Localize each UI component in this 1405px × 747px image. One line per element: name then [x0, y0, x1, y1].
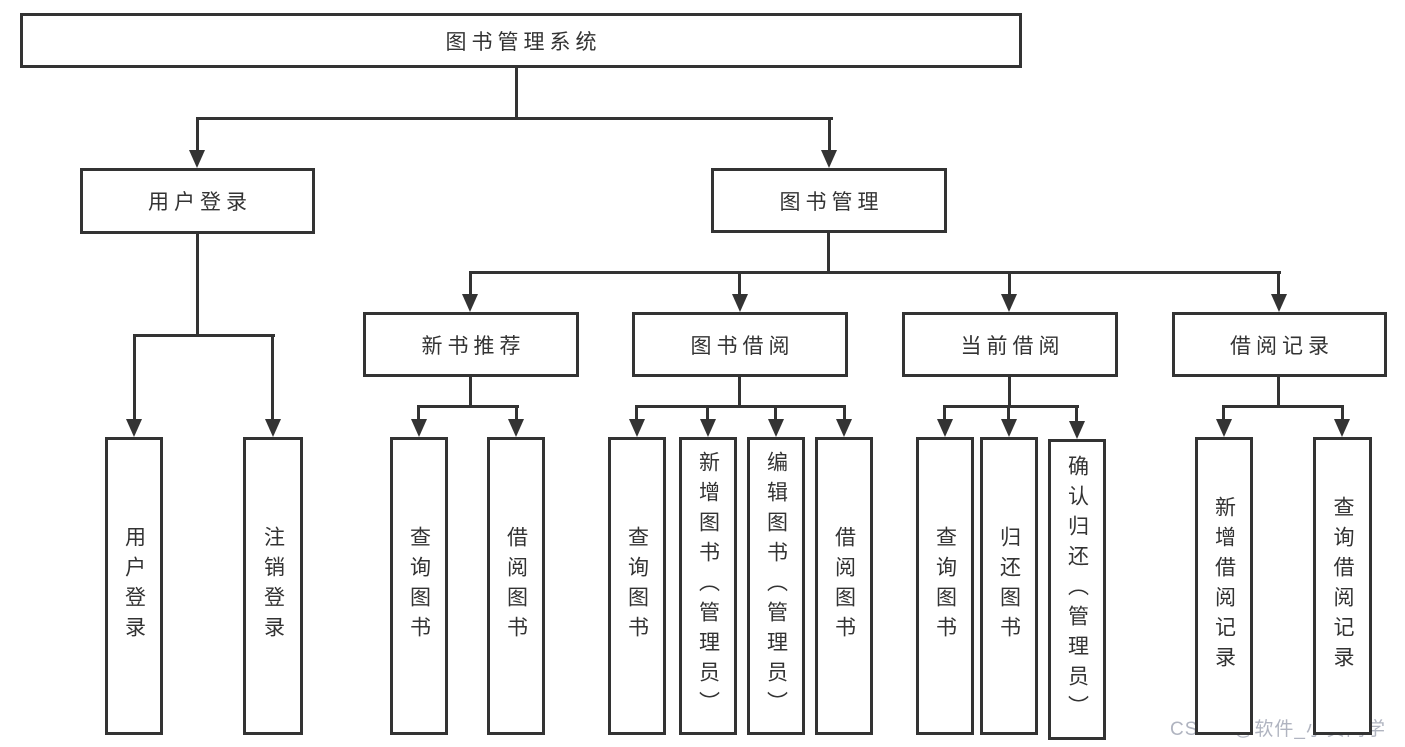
- connector-line: [943, 405, 1079, 408]
- arrowhead-down-icon: [1001, 419, 1017, 437]
- arrowhead-down-icon: [732, 294, 748, 312]
- node-label-query-borrow-record: 查询借阅记录: [1331, 496, 1354, 676]
- node-label-logout: 注销登录: [261, 526, 285, 646]
- connector-line: [196, 117, 199, 153]
- arrowhead-down-icon: [189, 150, 205, 168]
- arrowhead-down-icon: [126, 419, 142, 437]
- node-label-new-book-recommend: 新书推荐: [421, 334, 526, 358]
- connector-line: [417, 405, 420, 422]
- connector-line: [1222, 405, 1225, 422]
- node-query-books-2: 查询图书: [608, 437, 666, 735]
- node-label-borrow-books-1: 借阅图书: [504, 526, 528, 646]
- node-label-borrow-books-2: 借阅图书: [832, 526, 856, 646]
- connector-line: [774, 405, 777, 422]
- node-borrow-books-1: 借阅图书: [487, 437, 545, 735]
- connector-line: [196, 234, 199, 337]
- arrowhead-down-icon: [462, 294, 478, 312]
- node-label-library-system: 图书管理系统: [445, 30, 602, 54]
- arrowhead-down-icon: [629, 419, 645, 437]
- connector-line: [738, 271, 741, 297]
- node-library-system: 图书管理系统: [20, 13, 1022, 68]
- connector-line: [469, 271, 472, 297]
- node-new-book-recommend: 新书推荐: [363, 312, 579, 377]
- node-add-books-admin: 新增图书（管理员）: [679, 437, 737, 735]
- connector-line: [1007, 405, 1010, 422]
- arrowhead-down-icon: [1001, 294, 1017, 312]
- node-label-query-books-1: 查询图书: [407, 526, 431, 646]
- connector-line: [133, 334, 136, 421]
- node-label-confirm-return-admin: 确认归还（管理员）: [1065, 454, 1089, 725]
- connector-line: [635, 405, 638, 422]
- connector-line: [515, 67, 518, 119]
- connector-line: [843, 405, 846, 422]
- connector-line: [738, 377, 741, 408]
- arrowhead-down-icon: [265, 419, 281, 437]
- arrowhead-down-icon: [1216, 419, 1232, 437]
- arrowhead-down-icon: [508, 419, 524, 437]
- connector-line: [1008, 271, 1011, 297]
- connector-line: [1222, 405, 1344, 408]
- node-borrow-records: 借阅记录: [1172, 312, 1387, 377]
- connector-line: [827, 233, 830, 274]
- arrowhead-down-icon: [411, 419, 427, 437]
- connector-line: [417, 405, 519, 408]
- arrowhead-down-icon: [768, 419, 784, 437]
- arrowhead-down-icon: [1069, 421, 1085, 439]
- connector-line: [1341, 405, 1344, 422]
- node-label-return-books: 归还图书: [997, 526, 1021, 646]
- node-label-book-management: 图书管理: [779, 190, 884, 214]
- node-confirm-return-admin: 确认归还（管理员）: [1048, 439, 1106, 740]
- node-label-query-books-3: 查询图书: [933, 526, 957, 646]
- node-add-borrow-record: 新增借阅记录: [1195, 437, 1253, 735]
- node-book-borrow: 图书借阅: [632, 312, 848, 377]
- connector-line: [469, 377, 472, 408]
- connector-line: [515, 405, 518, 422]
- node-query-borrow-record: 查询借阅记录: [1313, 437, 1372, 735]
- connector-line: [469, 271, 1281, 274]
- node-label-query-books-2: 查询图书: [625, 526, 649, 646]
- node-label-add-books-admin: 新增图书（管理员）: [696, 451, 720, 721]
- node-label-book-borrow: 图书借阅: [690, 334, 795, 358]
- arrowhead-down-icon: [836, 419, 852, 437]
- arrowhead-down-icon: [821, 150, 837, 168]
- node-return-books: 归还图书: [980, 437, 1038, 735]
- connector-line: [943, 405, 946, 422]
- node-logout: 注销登录: [243, 437, 303, 735]
- connector-line: [271, 334, 274, 421]
- connector-line: [828, 117, 831, 153]
- node-query-books-3: 查询图书: [916, 437, 974, 735]
- connector-line: [706, 405, 709, 422]
- node-label-current-borrow: 当前借阅: [960, 334, 1065, 358]
- connector-line: [133, 334, 275, 337]
- connector-line: [196, 117, 833, 120]
- arrowhead-down-icon: [937, 419, 953, 437]
- node-user-login-module: 用户登录: [80, 168, 315, 234]
- node-current-borrow: 当前借阅: [902, 312, 1118, 377]
- node-label-add-borrow-record: 新增借阅记录: [1212, 496, 1236, 676]
- node-label-borrow-records: 借阅记录: [1230, 334, 1334, 358]
- arrowhead-down-icon: [1271, 294, 1287, 312]
- node-label-edit-books-admin: 编辑图书（管理员）: [764, 451, 788, 721]
- node-label-user-login: 用户登录: [122, 526, 146, 646]
- connector-line: [1277, 377, 1280, 408]
- connector-line: [1075, 405, 1078, 422]
- connector-line: [1008, 377, 1011, 408]
- node-borrow-books-2: 借阅图书: [815, 437, 873, 735]
- node-query-books-1: 查询图书: [390, 437, 448, 735]
- node-book-management: 图书管理: [711, 168, 947, 233]
- node-user-login: 用户登录: [105, 437, 163, 735]
- node-label-user-login-module: 用户登录: [148, 191, 252, 214]
- node-edit-books-admin: 编辑图书（管理员）: [747, 437, 805, 735]
- arrowhead-down-icon: [700, 419, 716, 437]
- connector-line: [1277, 271, 1280, 297]
- connector-line: [635, 405, 846, 408]
- arrowhead-down-icon: [1334, 419, 1350, 437]
